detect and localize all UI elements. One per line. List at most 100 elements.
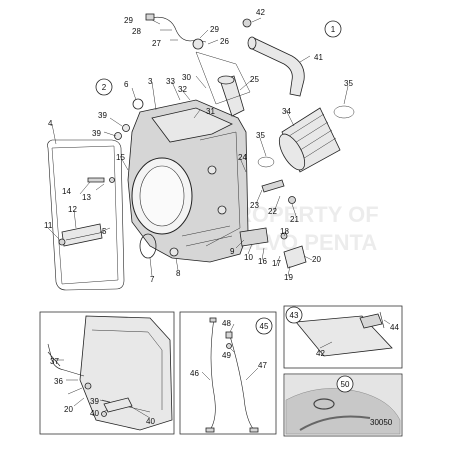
sensor-fitting [192,38,204,50]
cable-connector-top [209,317,217,323]
detail-callout-frame [195,51,251,105]
riser-pipe-end [217,75,235,85]
part-label: 13 [82,193,91,202]
plate-leaders [319,319,391,349]
plug-21 [288,196,296,204]
photo-ring [313,398,335,410]
inset-frame-middle [179,311,277,435]
inset-fitting [84,382,92,390]
plug-8 [169,247,179,257]
washer-49 [226,343,232,349]
part-label: 40 [146,417,155,426]
bellows [278,107,341,173]
inset-leaders [54,359,151,419]
bent-hose [249,37,305,97]
pin-23 [261,179,285,193]
clamp-42 [242,18,252,28]
stud-line [65,231,105,241]
part-label: 16 [258,257,267,266]
washer-39 [122,124,130,132]
screw-44 [379,311,385,329]
part-label: 44 [390,323,399,332]
part-label: 39 [98,111,107,120]
main-exploded-view [47,13,355,291]
drawing-number: 30050 [370,418,393,427]
housing-ribs [181,225,233,247]
circled-label-43: 43 [285,306,303,324]
housing-boss-2 [217,205,227,215]
part-label: 39 [90,397,99,406]
o-ring-6 [132,98,144,110]
cable-47 [229,335,255,431]
circled-label-45: 45 [255,317,273,335]
sensor-48 [225,331,233,339]
part-label: 24 [238,153,247,162]
svg-text:1: 1 [331,25,336,34]
washer-39b [114,132,122,140]
part-label: 11 [44,221,53,230]
gasket-outline [47,139,125,291]
sensor-part [145,13,155,21]
part-label: 8 [176,269,181,278]
circled-label-50: 50 [336,375,354,393]
part-label: 6 [124,80,129,89]
housing-boss [207,165,217,175]
part-label: 3 [148,77,153,86]
circled-labels: 1 2 45 43 50 [95,20,354,393]
part-label: 41 [314,53,323,62]
bracket-20 [283,245,307,269]
inset-screw [101,411,107,417]
o-ring-7 [139,233,157,259]
housing-edge [199,131,241,247]
part-label: 20 [312,255,321,264]
part-label: 25 [250,75,259,84]
part-label: 42 [316,349,325,358]
part-label: 21 [290,215,299,224]
cable-connector-bottom [205,427,215,433]
cable-leaders [201,323,259,381]
part-label: 35 [344,79,353,88]
part-label: 18 [280,227,289,236]
svg-text:43: 43 [290,311,299,320]
nut-part [58,238,66,246]
part-label: 23 [250,201,259,210]
svg-text:2: 2 [102,83,107,92]
part-label: 40 [90,409,99,418]
circled-label-2: 2 [95,78,113,96]
plate-part [61,223,103,247]
inset-tube [47,343,85,377]
inset-bracket-view [39,311,175,435]
part-label: 48 [222,319,231,328]
part-label: 28 [132,27,141,36]
part-label: 9 [230,247,235,256]
part-label: 12 [68,205,77,214]
part-label: 37 [50,357,59,366]
inset-frame-left [39,311,175,435]
part-label: 32 [178,85,187,94]
part-label: 26 [220,37,229,46]
part-label: 15 [116,153,125,162]
photo-pipe [299,415,371,431]
part-label: 33 [166,77,175,86]
part-label: 47 [258,361,267,370]
part-label: 29 [210,25,219,34]
part-label: 34 [282,107,291,116]
part-label: 49 [222,351,231,360]
part-label: 46 [190,369,199,378]
circled-label-1: 1 [324,20,342,38]
part-label: 29 [124,16,133,25]
part-label: 7 [150,275,155,284]
clamp-35-top [333,105,355,119]
sensor-cable [149,16,207,43]
part-label: 20 [64,405,73,414]
part-label: 30 [182,73,191,82]
svg-text:50: 50 [341,380,350,389]
part-label: 39 [92,129,101,138]
clamp-35-bottom [257,156,275,168]
inset-cable-view [179,311,277,435]
part-label: 22 [268,207,277,216]
inset-plate-view [283,305,403,369]
part-label: 31 [206,107,215,116]
plate-clip [359,313,383,329]
